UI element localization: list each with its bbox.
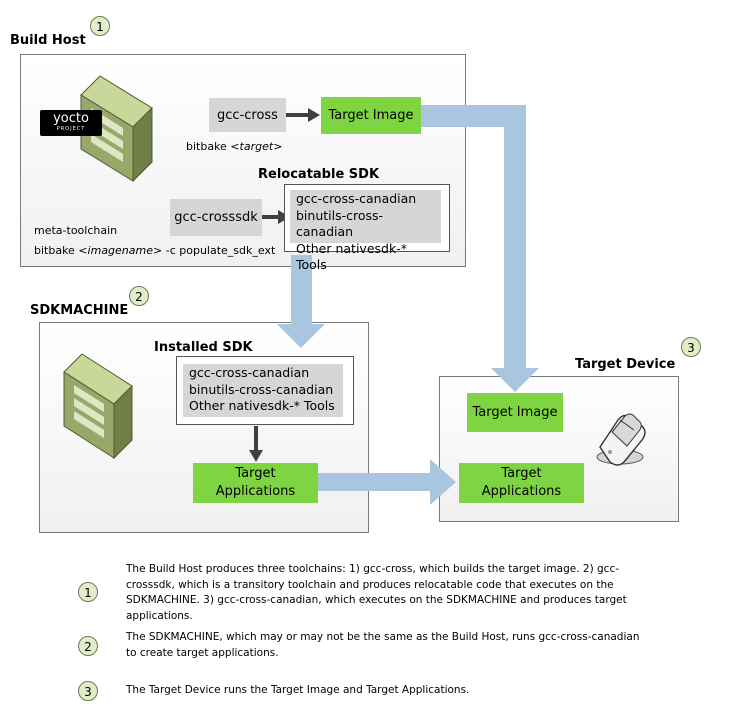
legend-1-badge: 1 — [78, 582, 98, 602]
device-target-image-box: Target Image — [467, 393, 563, 432]
relocatable-sdk-title: Relocatable SDK — [258, 167, 380, 182]
device-target-applications-label: Target Applications — [481, 466, 562, 499]
bitbake-image-command: bitbake <imagename> -c populate_sdk_ext — [34, 244, 275, 257]
device-target-applications-box: Target Applications — [459, 463, 584, 503]
gcc-cross-box: gcc-cross — [209, 98, 286, 132]
sdk-tool-item: binutils-cross-canadian — [189, 381, 334, 397]
gcc-crosssdk-box: gcc-crosssdk — [170, 199, 262, 236]
bitbake-target-suffix: > — [273, 140, 283, 153]
step-2-badge: 2 — [129, 286, 149, 306]
bitbake-target-command: bitbake <target> — [186, 140, 282, 153]
legend-3-badge: 3 — [78, 681, 98, 701]
sdk-tool-item: Other nativesdk-* Tools — [296, 240, 407, 273]
installed-sdk-title: Installed SDK — [154, 340, 253, 355]
yocto-logo-text: yocto — [53, 111, 89, 126]
bitbake-image-prefix: bitbake < — [34, 244, 88, 257]
step-3-badge: 3 — [681, 337, 701, 357]
sdkmachine-title: SDKMACHINE — [30, 303, 129, 318]
meta-toolchain-label: meta-toolchain — [34, 224, 118, 237]
bitbake-target-prefix: bitbake < — [186, 140, 240, 153]
step-1-badge: 1 — [90, 16, 110, 36]
arrow-target-image-to-device — [421, 105, 539, 392]
legend-1-text: The Build Host produces three toolchains… — [126, 563, 627, 622]
legend-2-text: The SDKMACHINE, which may or may not be … — [126, 631, 640, 659]
legend-3-text: The Target Device runs the Target Image … — [126, 684, 470, 696]
legend-2-badge: 2 — [78, 636, 98, 656]
sdk-tool-item: binutils-cross-canadian — [296, 207, 384, 240]
bitbake-image-suffix: > -c populate_sdk_ext — [153, 244, 276, 257]
installed-sdk-tools: gcc-cross-canadian binutils-cross-canadi… — [183, 364, 343, 417]
yocto-logo-subtext: PROJECT — [56, 126, 86, 132]
build-host-title: Build Host — [10, 33, 86, 48]
sdkmachine-target-applications-box: Target Applications — [193, 463, 318, 503]
yocto-logo: yocto PROJECT — [40, 110, 102, 136]
sdk-tool-item: Other nativesdk-* Tools — [189, 398, 335, 413]
arrow-apps-to-device — [318, 459, 456, 505]
arrow-sdk-to-installed — [277, 255, 325, 348]
bitbake-target-arg: target — [239, 140, 274, 153]
sdk-tool-item: gcc-cross-canadian — [296, 191, 417, 206]
sdkmachine-target-applications-label: Target Applications — [215, 466, 296, 499]
target-image-box: Target Image — [321, 97, 421, 134]
sdk-tool-item: gcc-cross-canadian — [189, 365, 310, 380]
relocatable-sdk-tools: gcc-cross-canadian binutils-cross-canadi… — [290, 190, 441, 272]
bitbake-image-arg: imagename — [87, 244, 154, 257]
target-device-title: Target Device — [575, 357, 676, 372]
